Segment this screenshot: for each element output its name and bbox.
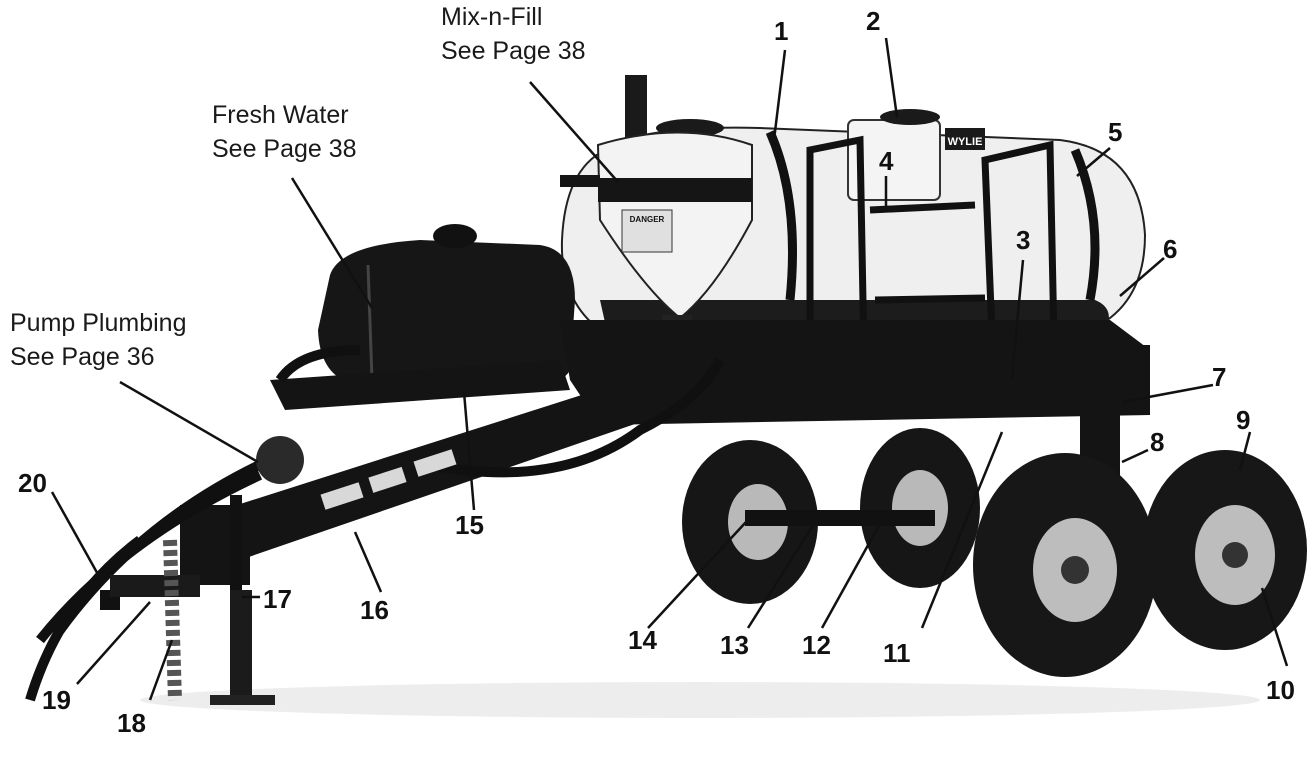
part-number-9: 9 [1236, 405, 1251, 435]
part-number-17: 17 [263, 584, 292, 614]
fresh-water-title: Fresh Water [212, 101, 349, 129]
leader-pump-plumbing [119, 380, 259, 464]
part-number-1: 1 [774, 16, 789, 46]
danger-decal-text: DANGER [630, 215, 665, 224]
part-number-3: 3 [1016, 225, 1031, 255]
leader-mix-n-fill [529, 81, 619, 183]
fresh-water-tank [318, 224, 575, 392]
part-number-18: 18 [117, 708, 146, 738]
part-number-5: 5 [1108, 117, 1123, 147]
fresh-water-page-ref: See Page 38 [212, 135, 357, 163]
leader-14 [647, 521, 747, 629]
leader-10 [1260, 587, 1289, 667]
leader-fresh-water [290, 177, 374, 309]
ladder-assembly [806, 135, 1059, 420]
rear-wheels [973, 450, 1307, 677]
pump-plumbing-title: Pump Plumbing [10, 309, 187, 337]
tank-strap-front [765, 130, 797, 301]
leader-15 [462, 391, 476, 511]
mix-n-fill-callout: Mix-n-Fill See Page 38 [441, 0, 586, 68]
fresh-water-callout: Fresh Water See Page 38 [212, 98, 357, 166]
mix-n-fill-page-ref: See Page 38 [441, 37, 586, 65]
leader-3 [1010, 259, 1025, 379]
part-number-2: 2 [866, 6, 881, 36]
mix-n-fill-inductor: DANGER [560, 75, 753, 335]
part-number-20: 20 [18, 468, 47, 498]
leader-1 [771, 49, 787, 149]
leader-5 [1076, 147, 1111, 177]
tank-lid [880, 109, 940, 125]
leader-2 [884, 37, 899, 118]
part-number-10: 10 [1266, 675, 1295, 705]
part-number-15: 15 [455, 510, 484, 540]
leader-12 [820, 519, 884, 629]
leader-16 [353, 531, 383, 593]
leader-20 [50, 491, 102, 579]
pump-plumbing-callout: Pump Plumbing See Page 36 [10, 306, 186, 374]
part-number-16: 16 [360, 595, 389, 625]
part-number-12: 12 [802, 630, 831, 660]
part-number-19: 19 [42, 685, 71, 715]
leader-18 [148, 639, 174, 701]
part-number-6: 6 [1163, 234, 1178, 264]
hoses [25, 345, 725, 702]
ground-shadow [140, 682, 1260, 718]
leader-9 [1238, 431, 1252, 471]
brand-decal [945, 128, 985, 150]
hitch-assembly [100, 495, 275, 705]
pump [256, 436, 304, 484]
part-number-14: 14 [628, 625, 657, 655]
tongue-decals [320, 449, 457, 510]
tank-strap-rear [1070, 148, 1100, 301]
front-wheels [682, 428, 980, 604]
mix-n-fill-title: Mix-n-Fill [441, 3, 543, 31]
leader-8 [1121, 448, 1149, 464]
part-number-11: 11 [883, 638, 911, 668]
leader-7 [1121, 383, 1214, 404]
brand-decal-text: WYLIE [948, 136, 983, 148]
leader-19 [76, 601, 151, 685]
leader-lines [50, 37, 1289, 701]
leader-13 [746, 521, 817, 629]
leader-11 [920, 431, 1004, 629]
part-number-7: 7 [1212, 362, 1227, 392]
part-number-8: 8 [1150, 427, 1165, 457]
pump-plumbing-page-ref: See Page 36 [10, 343, 155, 371]
part-number-13: 13 [720, 630, 749, 660]
leader-6 [1119, 257, 1165, 297]
part-number-4: 4 [879, 146, 894, 176]
